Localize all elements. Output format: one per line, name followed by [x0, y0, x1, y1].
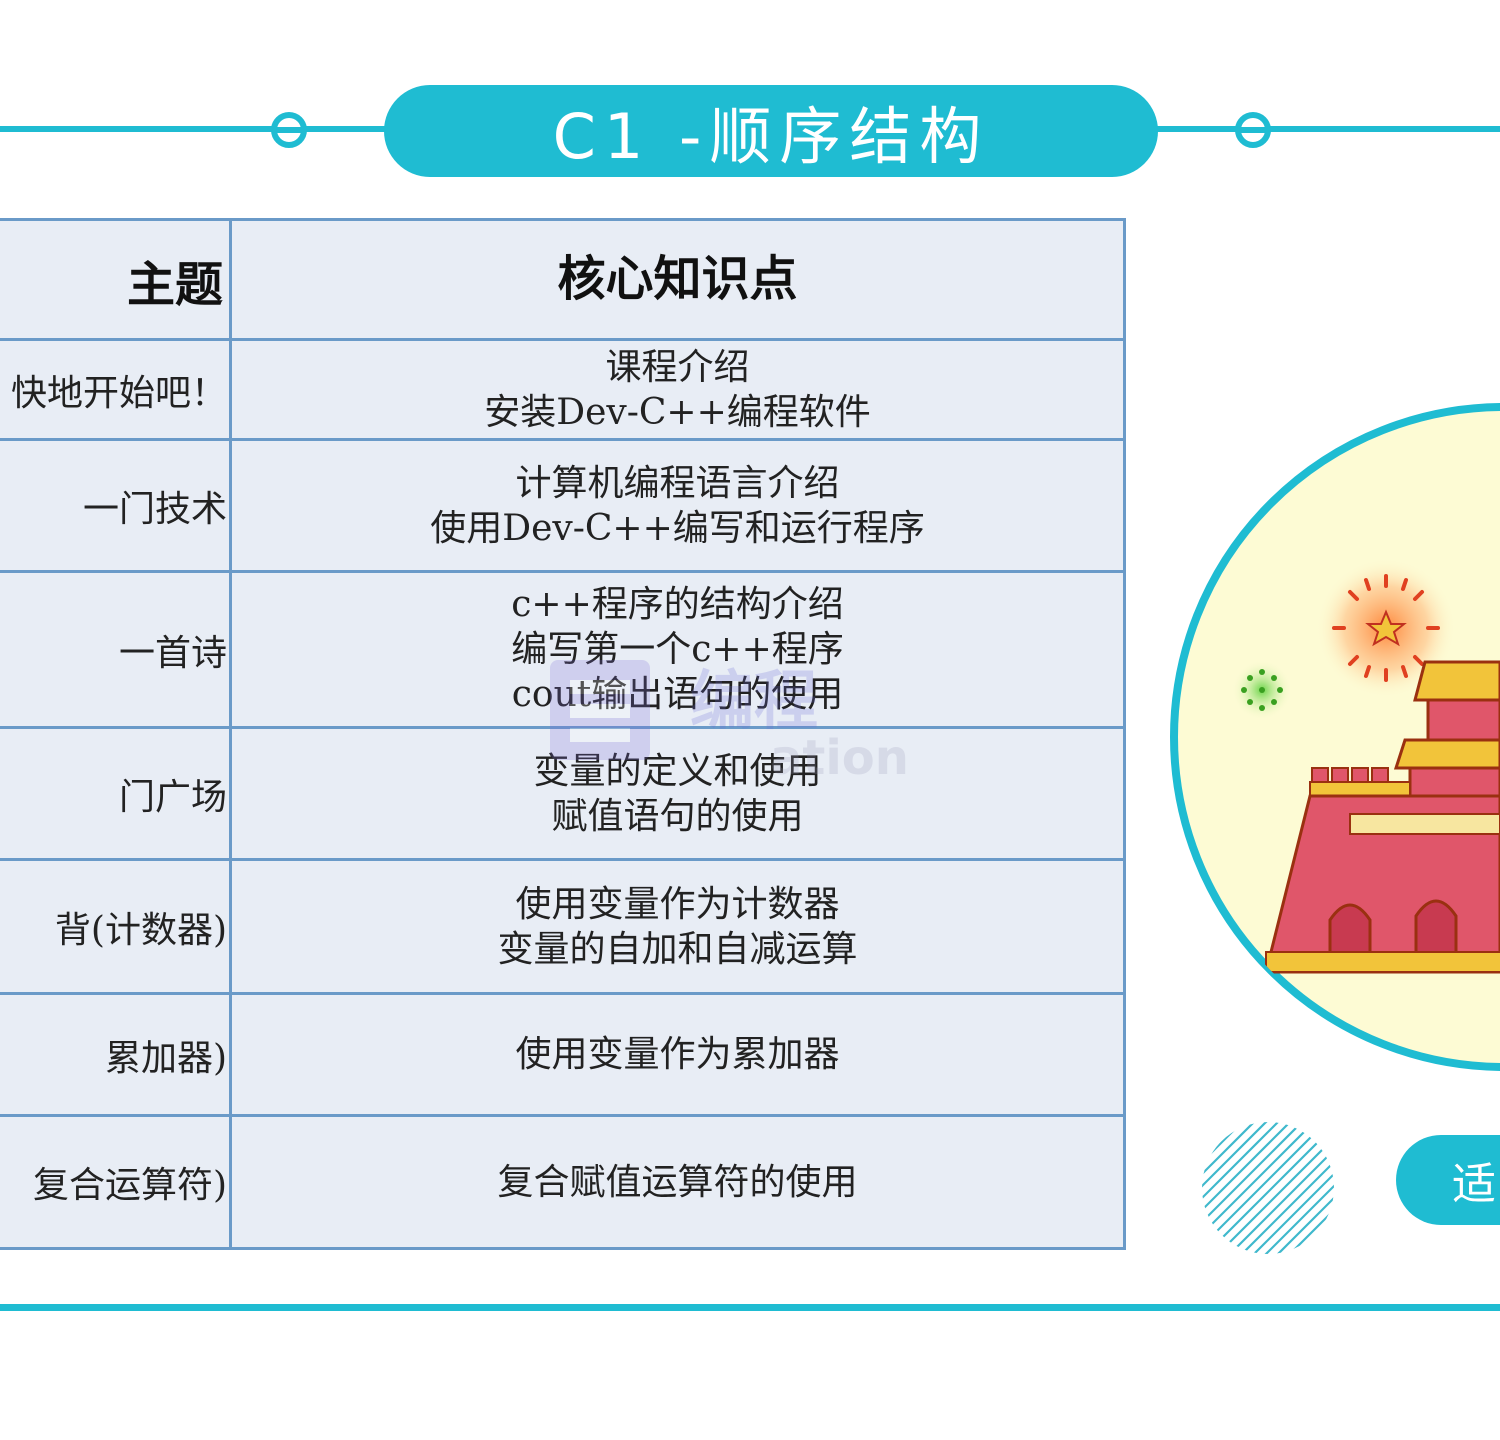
row-topic: 一门技术: [0, 441, 232, 570]
point-text: 计算机编程语言介绍: [515, 462, 840, 504]
table-row: 门广场 变量的定义和使用 赋值语句的使用: [0, 729, 1123, 861]
row-topic: 背(计数器): [0, 861, 232, 992]
table-row: 一首诗 c++程序的结构介绍 编写第一个c++程序 cout输出语句的使用: [0, 573, 1123, 729]
title-knob-left-icon: [271, 112, 307, 148]
table-row: 快地开始吧！ 课程介绍 安装Dev-C++编程软件: [0, 341, 1123, 441]
tiananmen-illustration: [1170, 403, 1500, 1071]
point-text: 变量的定义和使用: [533, 750, 822, 792]
title-knob-right-icon: [1235, 112, 1271, 148]
table-row: 复合运算符) 复合赋值运算符的使用: [0, 1117, 1123, 1247]
point-text: 变量的自加和自减运算: [497, 928, 858, 970]
row-topic: 一首诗: [0, 573, 232, 726]
point-text: 安装Dev-C++编程软件: [484, 391, 871, 433]
point-text: 使用变量作为累加器: [515, 1034, 840, 1075]
row-topic: 累加器): [0, 995, 232, 1114]
title-line-right: [1150, 126, 1500, 132]
row-points: 复合赋值运算符的使用: [232, 1117, 1123, 1247]
suitable-badge-text: 适: [1452, 1159, 1496, 1210]
point-text: 课程介绍: [605, 346, 750, 388]
point-text: 使用Dev-C++编写和运行程序: [430, 507, 925, 549]
point-text: 使用变量作为计数器: [515, 883, 840, 925]
row-topic: 门广场: [0, 729, 232, 858]
table-row: 累加器) 使用变量作为累加器: [0, 995, 1123, 1117]
row-topic: 快地开始吧！: [0, 341, 232, 438]
row-points: 计算机编程语言介绍 使用Dev-C++编写和运行程序: [232, 441, 1123, 570]
point-text: 赋值语句的使用: [551, 795, 804, 837]
page-title: C1 -顺序结构: [384, 85, 1158, 177]
decorative-hatch-icon: [1202, 1122, 1334, 1254]
row-points: 使用变量作为累加器: [232, 995, 1123, 1114]
bottom-divider: [0, 1304, 1500, 1311]
row-points: 变量的定义和使用 赋值语句的使用: [232, 729, 1123, 858]
row-points: 课程介绍 安装Dev-C++编程软件: [232, 341, 1123, 438]
header-points: 核心知识点: [557, 251, 798, 307]
point-text: c++程序的结构介绍: [511, 584, 844, 625]
row-points: 使用变量作为计数器 变量的自加和自减运算: [232, 861, 1123, 992]
title-line-left: [0, 126, 390, 132]
course-table: 主题 核心知识点 快地开始吧！ 课程介绍 安装Dev-C++编程软件 一门技术 …: [0, 218, 1126, 1250]
point-text: 复合赋值运算符的使用: [497, 1161, 858, 1203]
table-row: 一门技术 计算机编程语言介绍 使用Dev-C++编写和运行程序: [0, 441, 1123, 573]
table-header-row: 主题 核心知识点: [0, 221, 1123, 341]
point-text: 编写第一个c++程序: [511, 629, 844, 670]
row-topic: 复合运算符): [0, 1117, 232, 1247]
table-row: 背(计数器) 使用变量作为计数器 变量的自加和自减运算: [0, 861, 1123, 995]
header-topic: 主题: [0, 221, 232, 338]
row-points: c++程序的结构介绍 编写第一个c++程序 cout输出语句的使用: [232, 573, 1123, 726]
point-text: cout输出语句的使用: [511, 674, 844, 715]
suitable-badge: 适: [1396, 1135, 1500, 1225]
